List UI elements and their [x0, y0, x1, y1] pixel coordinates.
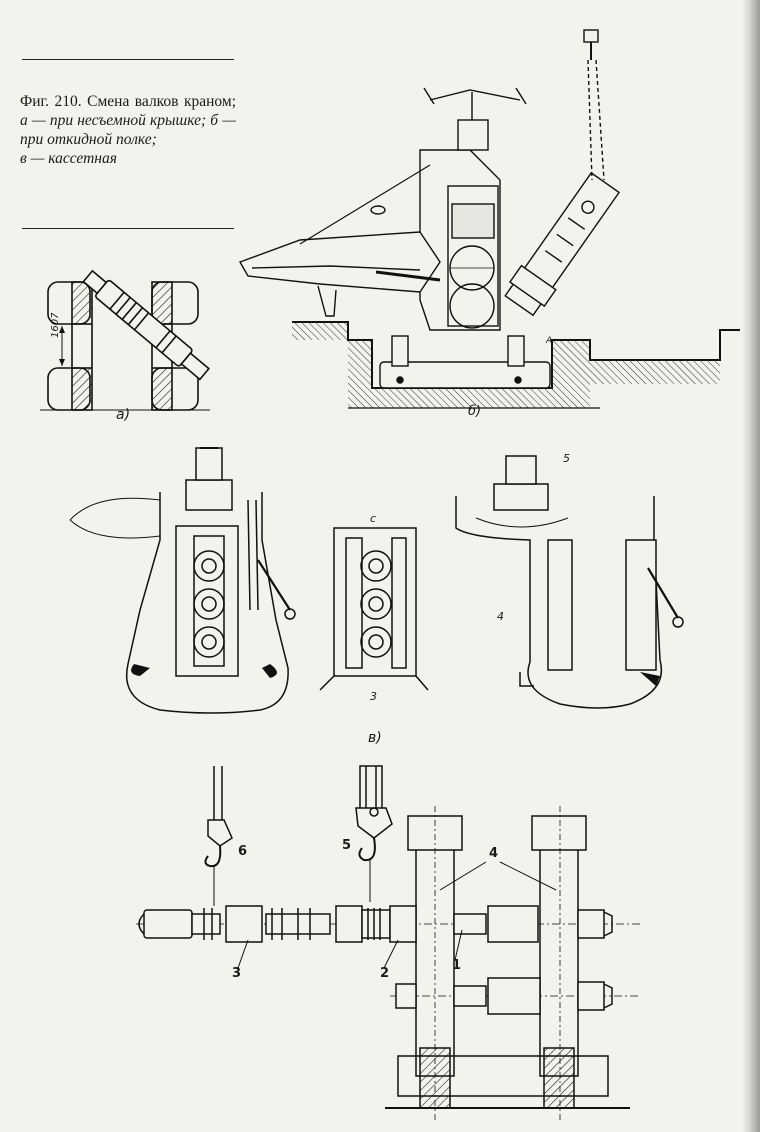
callout-v-cassette-top: с — [370, 512, 377, 525]
drawing-v — [69, 447, 684, 714]
page-edge-shadow — [742, 0, 760, 1132]
caption-part-a: а — при несъемной крышке; — [20, 112, 207, 129]
callout-v-right: 4 — [497, 610, 504, 623]
callout-5: 5 — [342, 838, 352, 853]
caption-bottom-rule — [22, 228, 234, 229]
panel-label-b: б) — [468, 404, 482, 419]
callout-6: 6 — [238, 844, 248, 859]
drawing-bottom — [136, 765, 640, 1120]
figure-number: Фиг. 210. — [20, 93, 82, 110]
caption-text: Смена валков краном; — [87, 93, 236, 110]
drawing-a — [40, 269, 210, 411]
panel-label-a: а) — [116, 407, 131, 423]
callout-v-top: 5 — [563, 452, 570, 465]
panel-label-c: в) — [368, 730, 382, 746]
callout-1: 1 — [452, 958, 462, 973]
drawing-b — [238, 29, 740, 409]
callout-2: 2 — [380, 966, 390, 981]
figure-caption: Фиг. 210. Смена валков краном; а — при н… — [20, 92, 236, 168]
dimension-1607: 1607 — [50, 312, 61, 338]
callout-3: 3 — [232, 966, 242, 981]
caption-top-rule — [22, 59, 234, 60]
caption-part-c: в — кассетная — [20, 150, 117, 167]
callout-4: 4 — [489, 846, 499, 861]
callout-b-mark: А — [546, 336, 553, 346]
callout-v-cassette-bottom: 3 — [370, 690, 377, 703]
caption-part-b: б — при откидной полке; — [20, 112, 237, 148]
